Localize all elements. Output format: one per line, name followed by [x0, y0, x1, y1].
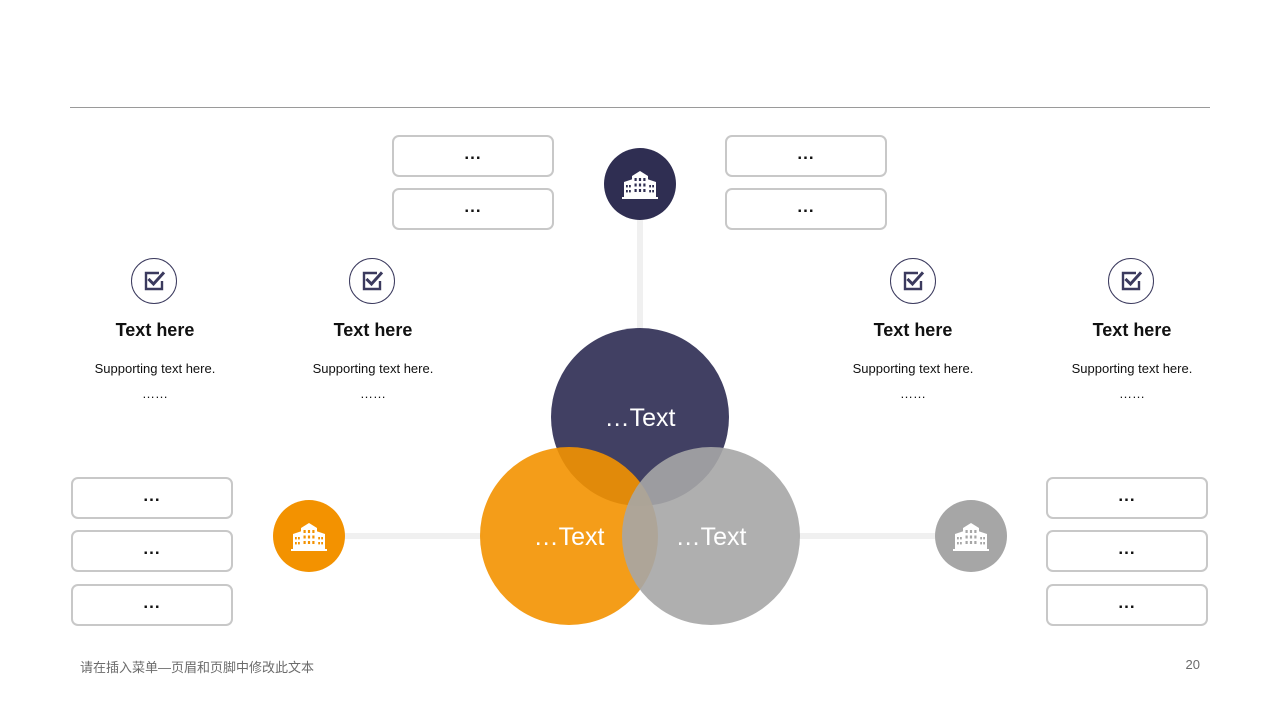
feature-3-desc: Supporting text here.……	[852, 361, 974, 401]
feature-3-title: Text here	[873, 320, 953, 340]
venn-circle-right	[622, 447, 800, 625]
right-node	[935, 500, 1007, 572]
connector-top	[637, 218, 643, 330]
top-divider	[70, 107, 1210, 108]
feature-1-checkbox-icon	[131, 258, 177, 304]
venn-label-left: …Text	[533, 523, 605, 551]
right-box-2: ...	[1046, 530, 1208, 572]
feature-4-desc: Supporting text here.……	[1071, 361, 1193, 401]
connector-right	[798, 533, 938, 539]
top-left-box-1: ...	[392, 135, 554, 177]
footer-note: 请在插入菜单—页眉和页脚中修改此文本	[80, 660, 315, 675]
top-node	[604, 148, 676, 220]
feature-3-checkbox-icon	[890, 258, 936, 304]
feature-2-checkbox-icon	[349, 258, 395, 304]
top-right-box-2: ...	[725, 188, 887, 230]
feature-2-desc: Supporting text here.……	[312, 361, 434, 401]
feature-2-title: Text here	[333, 320, 413, 340]
top-left-box-2: ...	[392, 188, 554, 230]
left-node	[273, 500, 345, 572]
page-number: 20	[1185, 657, 1200, 672]
right-box-1: ...	[1046, 477, 1208, 519]
connector-left	[343, 533, 483, 539]
left-box-3: ...	[71, 584, 233, 626]
venn-label-top: …Text	[604, 404, 676, 432]
right-box-3: ...	[1046, 584, 1208, 626]
venn-label-right: …Text	[675, 523, 747, 551]
left-box-1: ...	[71, 477, 233, 519]
venn-circle-left	[480, 447, 658, 625]
feature-1-desc: Supporting text here.……	[94, 361, 216, 401]
feature-4-checkbox-icon	[1108, 258, 1154, 304]
feature-4-title: Text here	[1092, 320, 1172, 340]
top-right-box-1: ...	[725, 135, 887, 177]
feature-1-title: Text here	[115, 320, 195, 340]
left-box-2: ...	[71, 530, 233, 572]
